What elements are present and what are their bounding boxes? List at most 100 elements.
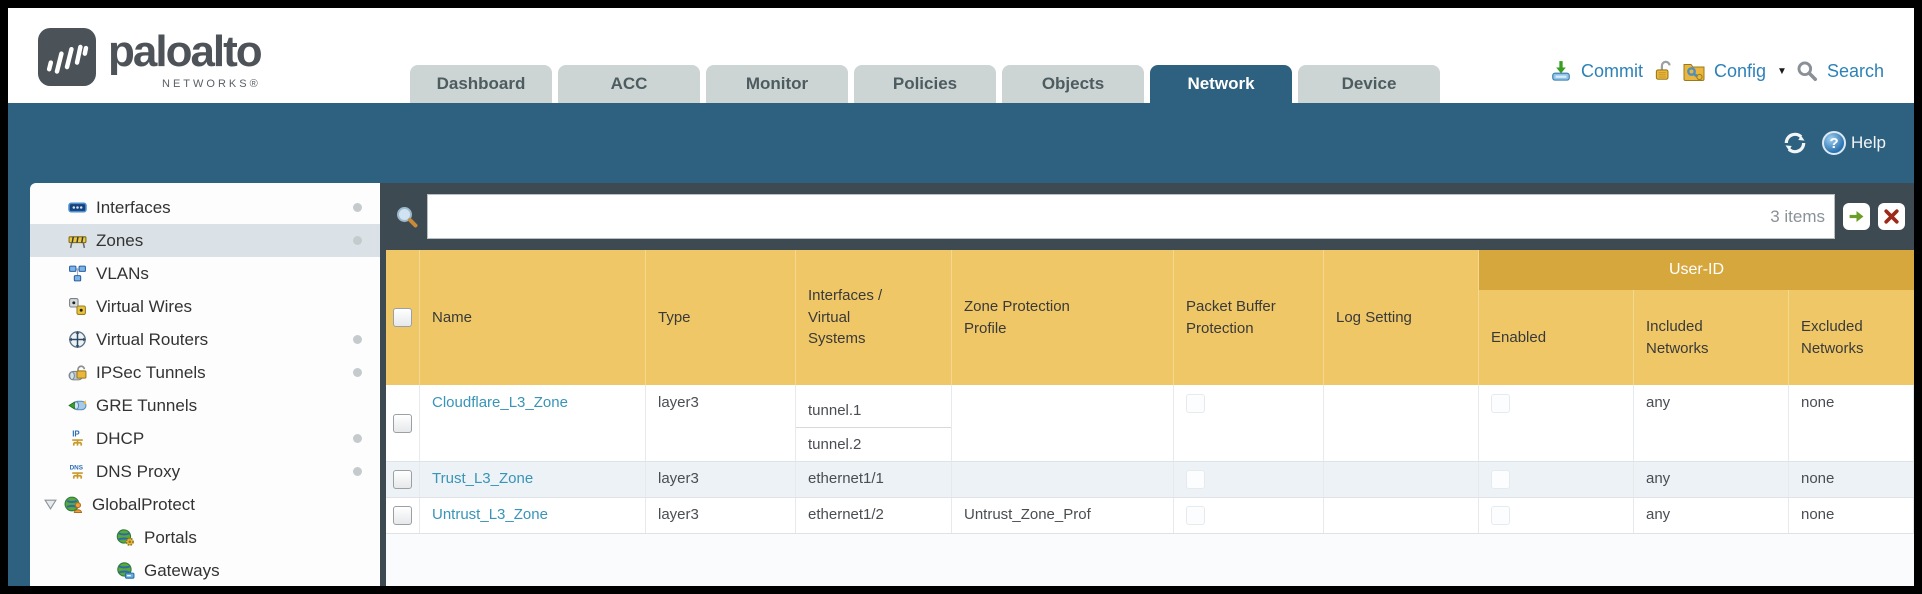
select-all-checkbox[interactable]: [393, 308, 412, 327]
user-id-group-header: User-ID: [1479, 250, 1914, 290]
sidebar-item-gre-tunnels[interactable]: GRE Tunnels: [30, 389, 380, 422]
top-bar: paloalto NETWORKS® Dashboard ACC Monitor…: [8, 8, 1914, 103]
zone-protection-profile: [952, 385, 1174, 461]
svg-text:DNS: DNS: [70, 464, 83, 471]
content-band: ? Help Interfaces Zones VL: [8, 103, 1914, 586]
sidebar-item-zones[interactable]: Zones: [30, 224, 380, 257]
column-header-included-networks[interactable]: Included Networks: [1634, 250, 1789, 385]
gre-tunnels-icon: [68, 396, 87, 415]
filter-magnifier-icon: [395, 205, 419, 229]
zone-protection-profile: Untrust_Zone_Prof: [952, 498, 1174, 533]
zone-type: layer3: [646, 385, 796, 461]
sidebar-item-globalprotect[interactable]: GlobalProtect: [30, 488, 380, 521]
virtual-routers-icon: [68, 330, 87, 349]
packet-buffer-protection-checkbox: [1186, 394, 1205, 413]
sidebar-item-interfaces[interactable]: Interfaces: [30, 191, 380, 224]
help-button[interactable]: ? Help: [1822, 131, 1886, 155]
column-header-interfaces[interactable]: Interfaces / Virtual Systems: [796, 250, 952, 385]
table-empty-area: [386, 534, 1914, 586]
excluded-networks: none: [1789, 498, 1914, 533]
column-header-enabled[interactable]: Enabled: [1479, 250, 1634, 385]
log-setting: [1324, 385, 1479, 461]
column-header-name[interactable]: Name: [420, 250, 646, 385]
config-icon: [1683, 60, 1705, 82]
column-header-packet-buffer-protection[interactable]: Packet Buffer Protection: [1174, 250, 1324, 385]
help-label: Help: [1851, 133, 1886, 152]
tab-dashboard[interactable]: Dashboard: [410, 65, 552, 103]
user-id-enabled-checkbox: [1491, 394, 1510, 413]
interfaces-icon: [68, 198, 87, 217]
zone-name-link[interactable]: Cloudflare_L3_Zone: [432, 394, 568, 411]
row-checkbox[interactable]: [393, 470, 412, 489]
sidebar-item-vlans[interactable]: VLANs: [30, 257, 380, 290]
tab-policies[interactable]: Policies: [854, 65, 996, 103]
paloalto-logo: paloalto NETWORKS®: [38, 27, 263, 90]
interface-entry: ethernet1/2: [796, 498, 952, 533]
excluded-networks: none: [1789, 462, 1914, 497]
search-icon: [1796, 60, 1818, 82]
unlock-icon[interactable]: [1652, 60, 1674, 82]
svg-text:IP: IP: [72, 429, 79, 438]
tab-monitor[interactable]: Monitor: [706, 65, 848, 103]
sidebar-item-dns-proxy[interactable]: DNS DNS Proxy: [30, 455, 380, 488]
row-checkbox[interactable]: [393, 414, 412, 433]
status-dot: [353, 434, 362, 443]
column-header-log-setting[interactable]: Log Setting: [1324, 250, 1479, 385]
network-sidebar: Interfaces Zones VLANs Virtual Wires: [30, 183, 380, 586]
search-button[interactable]: Search: [1826, 60, 1884, 81]
filter-bar: 3 items: [386, 183, 1914, 250]
table-row: Cloudflare_L3_Zone layer3 tunnel.1 tunne…: [386, 385, 1914, 462]
commit-button[interactable]: Commit: [1581, 60, 1644, 81]
included-networks: any: [1634, 385, 1789, 461]
included-networks: any: [1634, 462, 1789, 497]
status-dot: [353, 368, 362, 377]
sidebar-item-dhcp[interactable]: IP DHCP: [30, 422, 380, 455]
sidebar-item-virtual-routers[interactable]: Virtual Routers: [30, 323, 380, 356]
column-header-excluded-networks[interactable]: Excluded Networks: [1801, 317, 1864, 357]
sidebar-item-ipsec-tunnels[interactable]: IPSec Tunnels: [30, 356, 380, 389]
config-caret-icon[interactable]: ▼: [1777, 65, 1787, 77]
table-row: Trust_L3_Zone layer3 ethernet1/1 any non…: [386, 462, 1914, 498]
interface-entry: ethernet1/1: [796, 462, 952, 497]
clear-filter-button[interactable]: [1878, 203, 1905, 230]
utility-bar: Commit Config ▼: [1550, 60, 1884, 82]
tab-device[interactable]: Device: [1298, 65, 1440, 103]
packet-buffer-protection-checkbox: [1186, 470, 1205, 489]
interface-entry: tunnel.1: [796, 394, 951, 428]
user-id-enabled-checkbox: [1491, 506, 1510, 525]
log-setting: [1324, 462, 1479, 497]
globalprotect-icon: [64, 495, 83, 514]
zone-name-link[interactable]: Trust_L3_Zone: [432, 470, 534, 487]
sidebar-item-virtual-wires[interactable]: Virtual Wires: [30, 290, 380, 323]
filter-input[interactable]: [427, 194, 1835, 239]
zone-type: layer3: [646, 498, 796, 533]
column-header-zone-protection-profile[interactable]: Zone Protection Profile: [952, 250, 1174, 385]
tab-objects[interactable]: Objects: [1002, 65, 1144, 103]
sidebar-item-gateways[interactable]: Gateways: [30, 554, 380, 586]
tab-acc[interactable]: ACC: [558, 65, 700, 103]
collapse-triangle-icon[interactable]: [44, 499, 57, 510]
status-dot: [353, 236, 362, 245]
column-header-type[interactable]: Type: [646, 250, 796, 385]
zones-table-header: User-ID Name Type Interfaces / Virtual S…: [386, 250, 1914, 385]
paloalto-logo-icon: [38, 28, 96, 86]
dns-proxy-icon: DNS: [68, 462, 87, 481]
tab-network[interactable]: Network: [1150, 65, 1292, 103]
zone-protection-profile: [952, 462, 1174, 497]
refresh-icon[interactable]: [1782, 130, 1808, 156]
user-id-enabled-checkbox: [1491, 470, 1510, 489]
zone-type: layer3: [646, 462, 796, 497]
row-checkbox[interactable]: [393, 506, 412, 525]
sidebar-item-portals[interactable]: Portals: [30, 521, 380, 554]
brand-wordmark: paloalto: [108, 27, 263, 76]
packet-buffer-protection-checkbox: [1186, 506, 1205, 525]
app-window: paloalto NETWORKS® Dashboard ACC Monitor…: [8, 8, 1914, 586]
gateways-icon: [116, 561, 135, 580]
config-menu[interactable]: Config: [1714, 60, 1767, 81]
zones-panel: 3 items User-ID Name Type Interfaces / V: [380, 183, 1914, 586]
status-dot: [353, 203, 362, 212]
zone-name-link[interactable]: Untrust_L3_Zone: [432, 506, 548, 523]
ipsec-tunnels-icon: [68, 363, 87, 382]
apply-filter-button[interactable]: [1843, 203, 1870, 230]
table-row: Untrust_L3_Zone layer3 ethernet1/2 Untru…: [386, 498, 1914, 534]
